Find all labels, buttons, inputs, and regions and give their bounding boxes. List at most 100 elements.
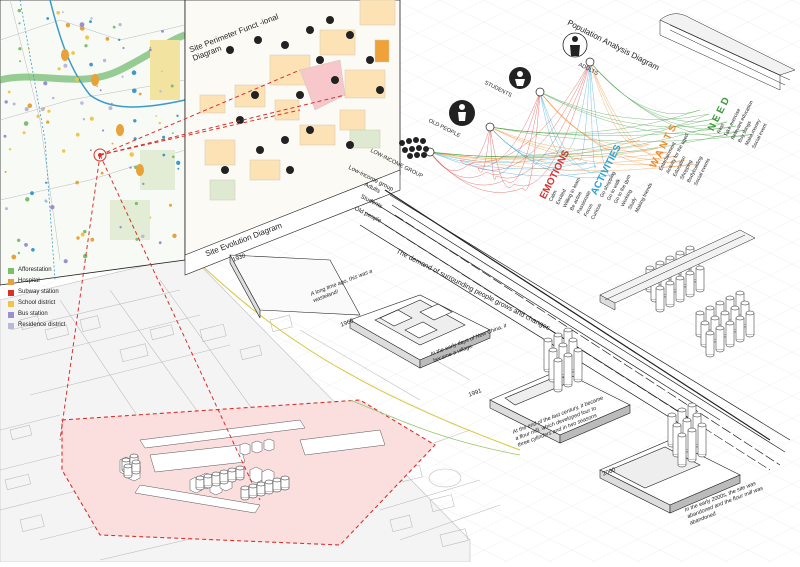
legend-swatch (8, 279, 14, 285)
function-marker (316, 56, 324, 64)
map-dot (162, 153, 166, 157)
map-dot (161, 29, 164, 33)
silo-groups (121, 245, 755, 501)
function-marker (296, 91, 304, 99)
network-link (489, 126, 668, 158)
silo (123, 463, 133, 479)
network-link (589, 61, 686, 163)
network-link (429, 151, 570, 163)
map-dot (76, 236, 80, 240)
map-dot (75, 132, 80, 137)
map-dot (80, 101, 84, 105)
network-link (489, 126, 497, 181)
map-dot (11, 254, 17, 260)
network-link (577, 61, 591, 161)
map-dot (12, 102, 16, 106)
map-dot (170, 84, 174, 88)
network-link (589, 61, 755, 138)
network-link (489, 126, 755, 142)
map-dot (176, 114, 179, 118)
map-dot (80, 232, 85, 237)
legend-label: Subway station (18, 289, 59, 295)
legend-swatch (8, 268, 14, 274)
group-row-lines (359, 189, 771, 441)
map-dot (133, 119, 137, 123)
function-marker (366, 56, 374, 64)
silo (235, 465, 245, 481)
map-dot (25, 197, 30, 202)
network-link (539, 91, 728, 128)
low-income-icon (399, 137, 429, 159)
map-dot (108, 106, 113, 111)
network-link (513, 61, 591, 187)
map-dot (8, 148, 12, 151)
map-dot (89, 62, 93, 67)
map-dot (142, 182, 145, 186)
map-dot (62, 149, 66, 153)
silo (248, 483, 258, 499)
map-dot (17, 238, 21, 242)
silo (695, 265, 705, 293)
silo (665, 280, 675, 308)
map-dot (36, 114, 40, 119)
silo (553, 357, 563, 393)
map-dot (122, 46, 125, 50)
function-marker (376, 86, 384, 94)
map-hospital (61, 49, 69, 61)
map-dot (19, 60, 22, 63)
map-dot (85, 35, 90, 40)
map-dot (89, 149, 92, 152)
network-link (477, 61, 591, 171)
map-dot (75, 180, 79, 185)
map-dot (159, 90, 162, 93)
network-link (429, 151, 606, 177)
function-marker (286, 166, 294, 174)
silo (563, 352, 573, 388)
students-icon (509, 67, 531, 89)
map-dot (22, 131, 26, 135)
network-link (489, 126, 615, 179)
network-node (535, 87, 545, 97)
function-marker (281, 41, 289, 49)
map-dot (74, 77, 79, 82)
map-dot (52, 96, 55, 100)
legend-label: School district (18, 300, 56, 306)
map-dot (129, 166, 132, 169)
legend-item: School district (4, 299, 74, 310)
silo (573, 347, 583, 383)
map-dot (23, 121, 29, 126)
map-dot (135, 237, 139, 241)
legend-swatch (8, 290, 14, 296)
network-link (495, 61, 591, 179)
network-link (539, 91, 695, 168)
map-dot (119, 226, 122, 229)
function-marker (306, 26, 314, 34)
network-link (486, 91, 541, 176)
map-dot (30, 191, 34, 196)
legend-label: Hospital (18, 278, 40, 284)
map-hospital (116, 124, 124, 136)
map-dot (96, 85, 99, 88)
network-link (429, 151, 695, 171)
map-dot (162, 135, 166, 139)
function-marker (306, 126, 314, 134)
greenhouse-buildings (599, 13, 796, 311)
map-dot (4, 100, 8, 104)
map-dot (17, 8, 21, 13)
network-link (539, 91, 746, 135)
network-link (589, 61, 650, 147)
silo (227, 467, 237, 483)
network-link (489, 125, 737, 136)
network-link (489, 126, 650, 151)
network-link (459, 61, 591, 163)
map-dot (129, 152, 134, 157)
function-marker (226, 46, 234, 54)
silo (131, 459, 141, 475)
silo (697, 422, 707, 458)
legend-item: Residence district (4, 321, 74, 332)
map-dot (7, 90, 11, 94)
function-marker (326, 16, 334, 24)
map-dot (90, 237, 95, 242)
map-dot (83, 254, 88, 259)
silo (715, 325, 725, 353)
